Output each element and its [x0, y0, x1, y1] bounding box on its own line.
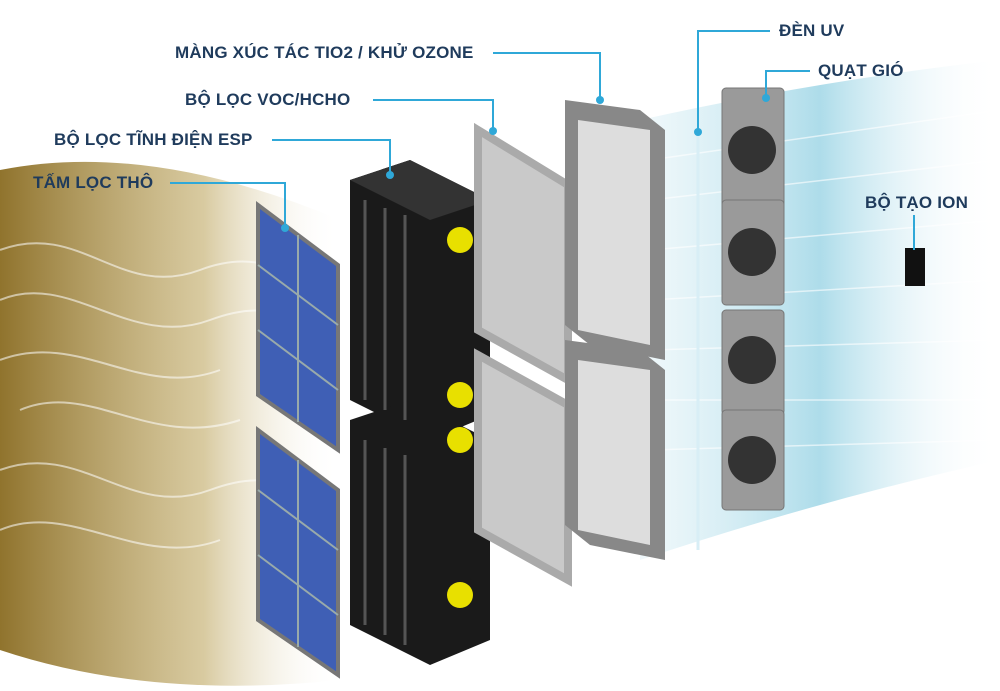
- label-fan: QUẠT GIÓ: [818, 61, 904, 80]
- label-uv-lamp: ĐÈN UV: [779, 21, 845, 40]
- voc-filter: [474, 122, 572, 587]
- label-prefilter: TẤM LỌC THÔ: [33, 173, 154, 192]
- leader-dots: [281, 94, 770, 232]
- fans: [721, 87, 785, 511]
- prefilter-panels: [256, 201, 340, 679]
- tio2-filter: [565, 100, 665, 560]
- clean-air-flow: [640, 60, 1000, 560]
- label-voc-filter: BỘ LỌC VOC/HCHO: [185, 90, 351, 109]
- label-ion-generator: BỘ TẠO ION: [865, 193, 969, 212]
- label-tio2-membrane: MÀNG XÚC TÁC TIO2 / KHỬ OZONE: [175, 43, 474, 62]
- esp-filter: [350, 160, 490, 665]
- label-esp-filter: BỘ LỌC TĨNH ĐIỆN ESP: [54, 130, 253, 149]
- ion-generator: [905, 248, 925, 286]
- leader-lines: [170, 30, 915, 250]
